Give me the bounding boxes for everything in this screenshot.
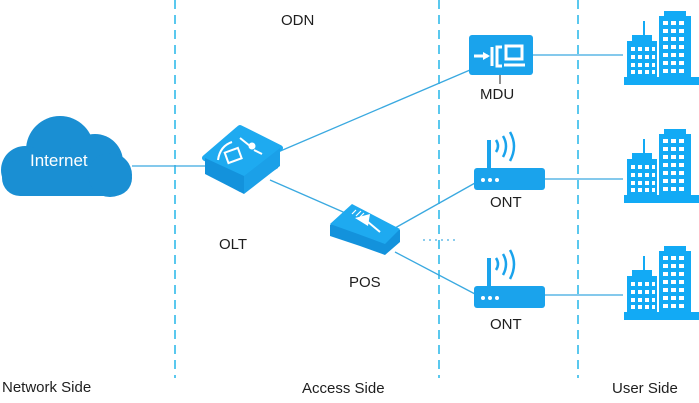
link-olt-pos bbox=[269, 179, 351, 216]
user-side-label: User Side bbox=[612, 380, 678, 397]
ellipsis-dots bbox=[423, 239, 455, 241]
building-icon-2 bbox=[624, 129, 699, 203]
olt-device-icon bbox=[202, 125, 283, 194]
ont-label-1: ONT bbox=[490, 194, 522, 211]
access-side-label: Access Side bbox=[302, 380, 385, 397]
internet-cloud-icon bbox=[1, 116, 132, 197]
pos-label: POS bbox=[349, 274, 381, 291]
pos-splitter-icon bbox=[330, 204, 400, 255]
ont-router-icon-2 bbox=[474, 249, 545, 308]
link-pos-ont1 bbox=[394, 182, 476, 229]
internet-label: Internet bbox=[30, 151, 88, 170]
building-icon-1 bbox=[624, 11, 699, 85]
link-pos-ont2 bbox=[394, 251, 476, 295]
ont-label-2: ONT bbox=[490, 316, 522, 333]
olt-label: OLT bbox=[219, 236, 248, 253]
mdu-device-icon bbox=[469, 35, 533, 84]
building-icon-3 bbox=[624, 246, 699, 320]
link-olt-mdu bbox=[277, 69, 471, 153]
mdu-label: MDU bbox=[480, 86, 515, 103]
odn-label: ODN bbox=[281, 12, 315, 29]
network-side-label: Network Side bbox=[2, 379, 92, 396]
ont-router-icon-1 bbox=[474, 131, 545, 190]
